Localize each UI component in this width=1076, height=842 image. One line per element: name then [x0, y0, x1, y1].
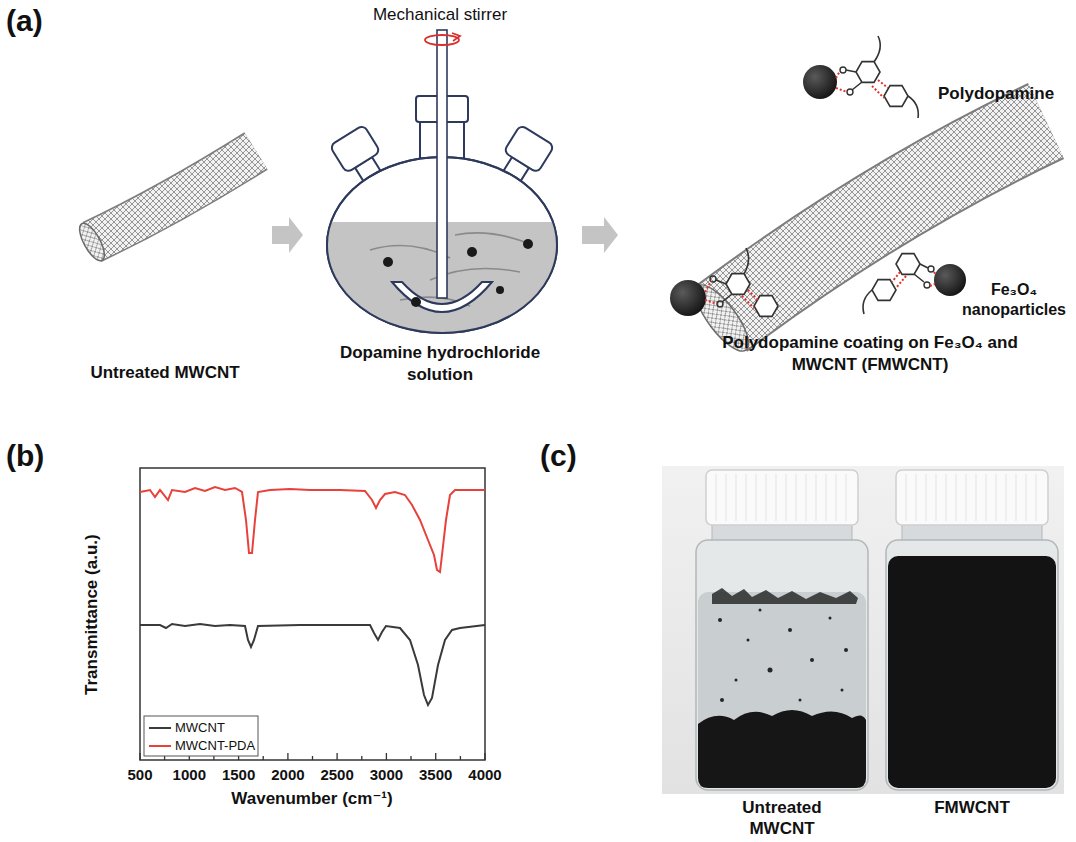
stage-label: Untreated MWCNT — [65, 362, 265, 383]
tick-label: 3000 — [358, 766, 414, 785]
panel-letter: (c) — [540, 437, 610, 475]
process-stage: PolydopamineFe₃O₄ nanoparticlesPolydopam… — [620, 55, 1072, 385]
stage-label: Mechanical stirrer — [335, 4, 545, 25]
vial-photo — [662, 466, 1064, 794]
tick-label: 3500 — [408, 766, 464, 785]
sample-label: FMWCNT — [912, 797, 1032, 818]
stage-label: Polydopamine coating on Fe₃O₄ and MWCNT … — [695, 332, 1045, 376]
fe3o4-particles — [670, 65, 966, 316]
polydopamine-molecules — [705, 36, 936, 316]
stage-label: Fe₃O₄ nanoparticles — [955, 280, 1073, 320]
process-arrow — [272, 217, 303, 253]
legend-text: MWCNT-PDA — [175, 737, 257, 755]
axis-title: Transmittance (a.u.) — [81, 465, 102, 765]
stage-label: Dopamine hydrochloride solution — [325, 342, 555, 386]
process-stage: Untreated MWCNT — [55, 120, 270, 400]
tick-label: 500 — [112, 766, 168, 785]
axis-title: Wavenumber (cm⁻¹) — [162, 788, 462, 809]
tick-label: 1500 — [211, 766, 267, 785]
tick-label: 2500 — [309, 766, 365, 785]
process-stage: Mechanical stirrerDopamine hydrochloride… — [305, 0, 580, 400]
mwcnt-tube — [75, 151, 256, 264]
reaction-flask — [320, 30, 570, 342]
legend-text: MWCNT — [175, 719, 257, 737]
coated-mwcnt-tube — [687, 121, 1046, 358]
tick-label: 4000 — [457, 766, 513, 785]
panel-letter: (b) — [6, 437, 76, 475]
ftir-chart — [140, 468, 485, 760]
panel-letter: (a) — [6, 2, 76, 40]
tick-label: 2000 — [260, 766, 316, 785]
sample-label: Untreated MWCNT — [722, 797, 842, 839]
stage-label: Polydopamine — [938, 83, 1070, 104]
process-arrow — [582, 217, 618, 253]
tick-label: 1000 — [161, 766, 217, 785]
